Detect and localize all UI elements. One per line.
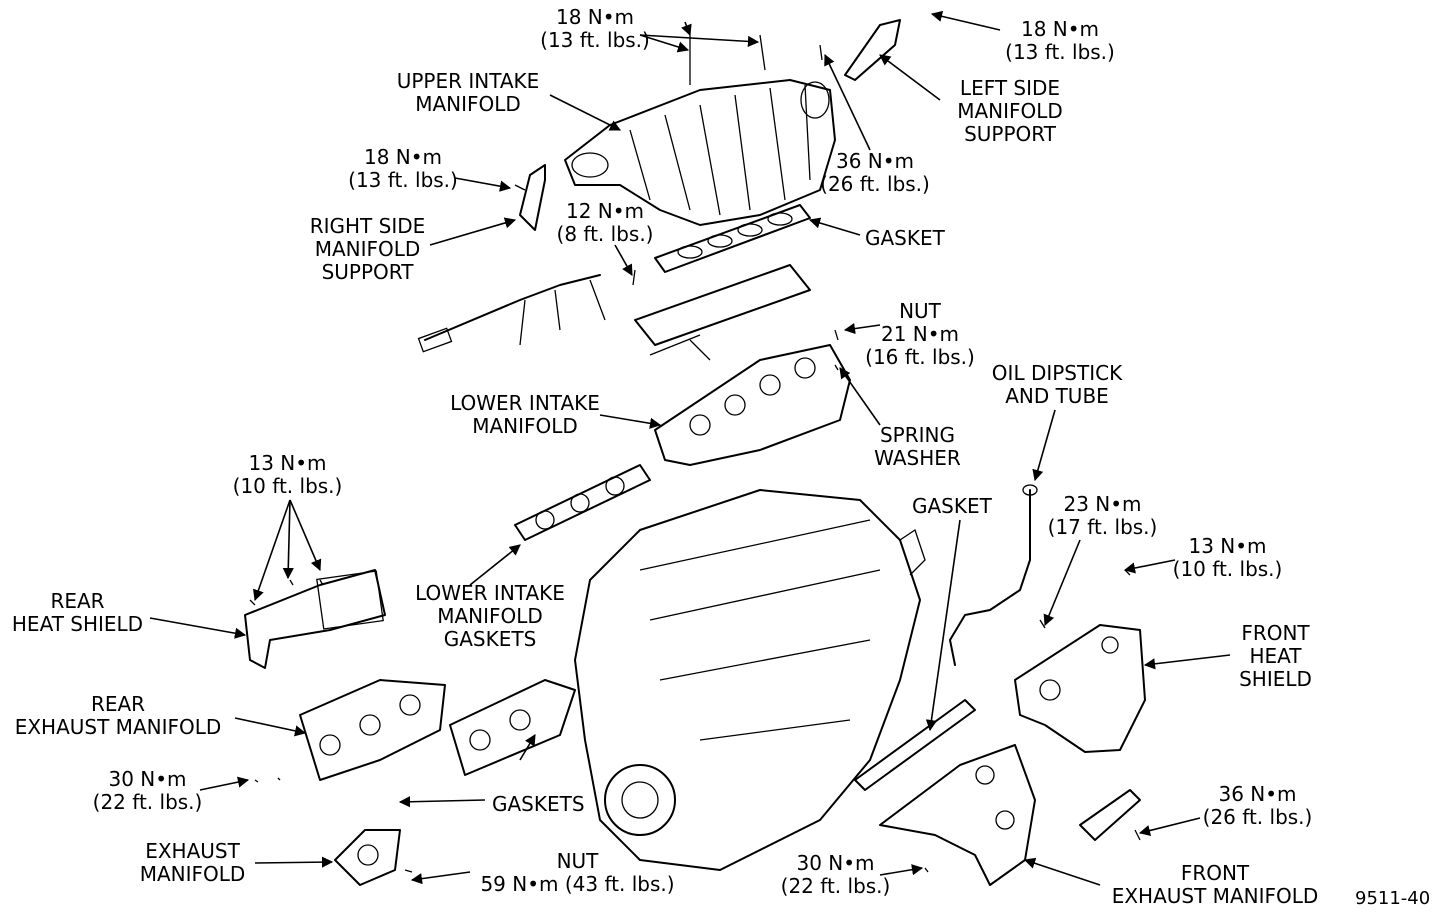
label-gasket-upper: GASKET xyxy=(865,226,945,250)
label-torque-30-right: 30 N•m(22 ft. lbs.) xyxy=(780,851,891,898)
label-torque-30-left: 30 N•m(22 ft. lbs.) xyxy=(92,767,203,814)
label-torque-18-mid: 18 N•m(13 ft. lbs.) xyxy=(348,145,458,192)
figure-id: 9511-40 xyxy=(1355,888,1431,909)
valley-gasket xyxy=(854,699,976,791)
label-torque-23: 23 N•m(17 ft. lbs.) xyxy=(1047,492,1158,539)
upper-intake-manifold xyxy=(564,79,836,226)
label-torque-12: 12 N•m(8 ft. lbs.) xyxy=(556,199,654,246)
front-heat-shield xyxy=(1014,624,1146,753)
rear-exhaust-manifold xyxy=(299,679,446,781)
lower-intake-manifold xyxy=(654,344,851,466)
label-top-torque-2: 18 N•m(13 ft. lbs.) xyxy=(1005,17,1115,64)
label-torque-36-top: 36 N•m(26 ft. lbs.) xyxy=(820,149,930,196)
label-top-torque-1: 18 N•m(13 ft. lbs.) xyxy=(540,5,650,52)
upper-gasket xyxy=(654,204,811,273)
engine-block xyxy=(574,489,926,871)
front-support-bracket xyxy=(1079,789,1141,841)
label-torque-13-right: 13 N•m(10 ft. lbs.) xyxy=(1172,534,1283,581)
rear-exhaust-gasket xyxy=(449,679,576,776)
right-side-manifold-support xyxy=(519,164,546,231)
label-gasket-mid: GASKET xyxy=(912,494,992,518)
exhaust-manifold-flange xyxy=(334,829,401,886)
front-exhaust-manifold xyxy=(879,744,1036,886)
label-gaskets-bottom: GASKETS xyxy=(492,792,585,816)
left-side-manifold-support xyxy=(844,19,901,81)
rear-heat-shield xyxy=(244,569,386,669)
label-torque-13-left: 13 N•m(10 ft. lbs.) xyxy=(232,451,343,498)
label-torque-36-bottom: 36 N•m(26 ft. lbs.) xyxy=(1202,782,1313,829)
oil-dipstick-tube xyxy=(949,484,1038,666)
fuel-rail-harness xyxy=(417,264,811,361)
leader-lines xyxy=(149,10,1231,886)
lower-intake-gaskets xyxy=(514,464,651,541)
